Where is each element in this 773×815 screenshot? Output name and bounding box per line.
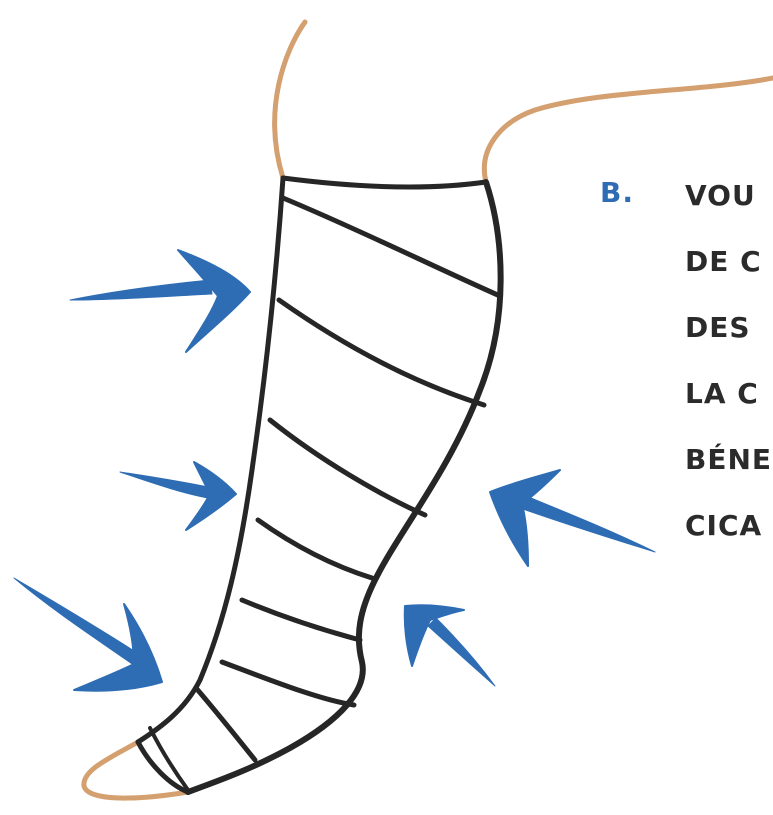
step-letter: B. bbox=[600, 176, 634, 209]
bandage-wrap-2 bbox=[279, 300, 484, 405]
caption-text: VOU DE C DES LA C BÉNE CICA bbox=[685, 176, 772, 572]
compression-arrow-icon bbox=[14, 578, 162, 691]
compression-arrow-icon bbox=[70, 250, 250, 352]
caption-line-2: DE C bbox=[685, 242, 772, 308]
bandage-wrap-7 bbox=[196, 688, 255, 760]
caption-line-6: CICA bbox=[685, 506, 772, 572]
calf-back-skin-line bbox=[275, 22, 305, 178]
instruction-caption: B. VOU DE C DES LA C BÉNE CICA bbox=[600, 176, 773, 596]
bandage-wrap-3 bbox=[270, 420, 425, 515]
caption-line-5: BÉNE bbox=[685, 440, 772, 506]
shin-front-skin-line bbox=[484, 78, 773, 182]
compression-arrow-icon bbox=[405, 605, 495, 686]
bandage-wrap-1 bbox=[283, 198, 500, 296]
caption-line-1: VOU bbox=[685, 176, 772, 242]
bandage-wrap-4 bbox=[258, 520, 372, 578]
bandage-top-edge bbox=[283, 178, 486, 187]
compression-arrow-icon bbox=[120, 462, 236, 530]
compression-arrows bbox=[14, 250, 655, 691]
bandage-back-edge bbox=[138, 178, 283, 742]
bandage-wrap-5 bbox=[242, 600, 360, 640]
caption-line-3: DES bbox=[685, 308, 772, 374]
caption-line-4: LA C bbox=[685, 374, 772, 440]
bandage-wrap-6 bbox=[222, 662, 354, 705]
